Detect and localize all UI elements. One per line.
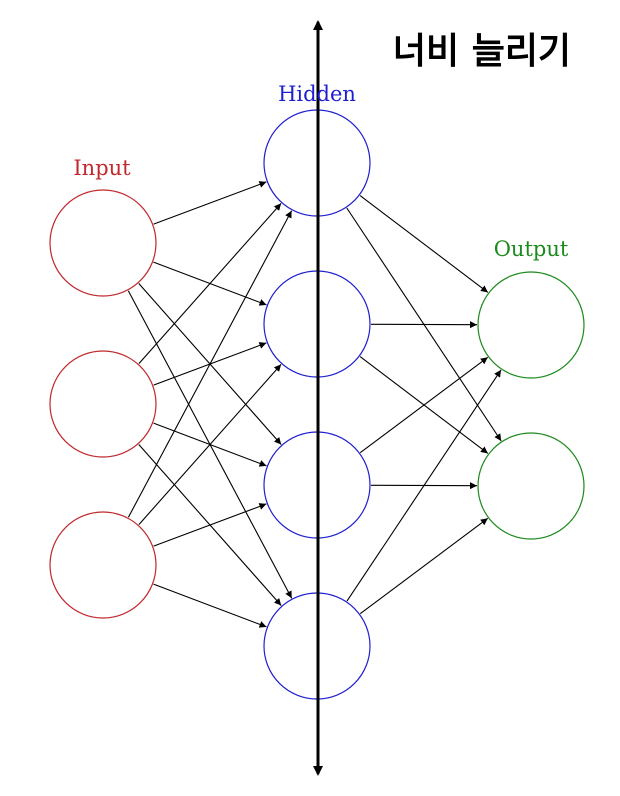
edge-hidden-4-to-output-1 — [346, 369, 502, 602]
input-node-3 — [49, 511, 157, 619]
hidden-layer-label: Hidden — [278, 82, 356, 106]
edge-input-2-to-hidden-1 — [138, 203, 282, 364]
edge-hidden-4-to-output-2 — [359, 517, 489, 615]
edge-input-3-to-hidden-2 — [138, 364, 282, 525]
edge-input-1-to-hidden-1 — [153, 181, 267, 225]
edge-input-3-to-hidden-1 — [127, 210, 293, 518]
output-node-1 — [477, 271, 585, 379]
input-node-1 — [49, 189, 157, 297]
edge-input-3-to-hidden-3 — [153, 503, 267, 547]
output-node-2 — [477, 432, 585, 540]
output-layer-label: Output — [494, 237, 569, 261]
input-node-2 — [49, 350, 157, 458]
edge-hidden-1-to-output-1 — [359, 195, 489, 293]
edge-input-3-to-hidden-4 — [153, 583, 267, 628]
connections — [127, 181, 502, 628]
input-layer-label: Input — [73, 156, 131, 180]
edge-hidden-3-to-output-1 — [359, 356, 489, 454]
title-widen: 너비 늘리기 — [393, 31, 571, 72]
